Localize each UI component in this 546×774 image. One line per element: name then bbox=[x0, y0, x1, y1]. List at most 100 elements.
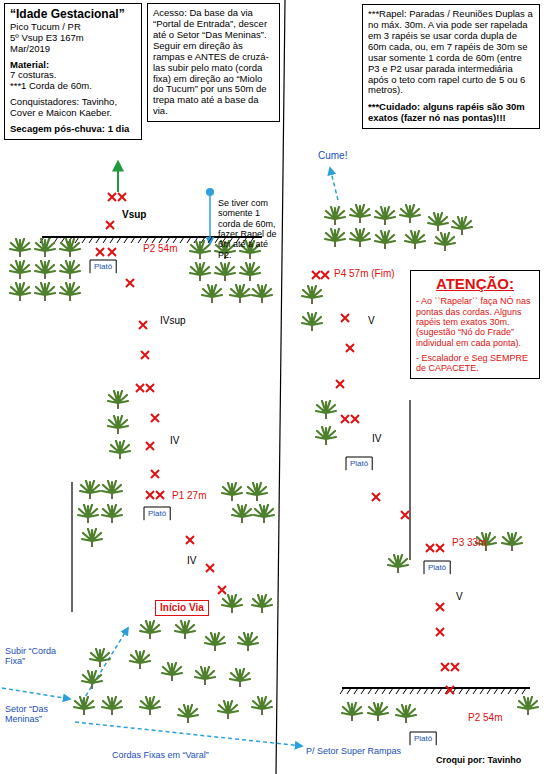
ledge-tick bbox=[131, 237, 135, 243]
vegetation-icon bbox=[252, 595, 272, 613]
vegetation-icon bbox=[400, 205, 420, 223]
vegetation-icon bbox=[375, 231, 395, 249]
ledge-tick bbox=[438, 688, 442, 694]
vegetation-icon bbox=[35, 261, 55, 279]
vegetation-icon bbox=[205, 633, 225, 651]
ledge-tick bbox=[340, 688, 344, 694]
node-text: ***Cuidado: alguns rapéis são 30m exatos… bbox=[368, 102, 534, 124]
vegetation-icon bbox=[518, 697, 538, 715]
belay-label: P1 27m bbox=[172, 490, 206, 502]
bolt-mark bbox=[341, 415, 349, 423]
info-box: “Idade Gestacional”Pico Tucum / PR5º Vsu… bbox=[4, 3, 142, 140]
bolt-mark bbox=[441, 663, 449, 671]
vegetation-icon bbox=[175, 621, 195, 639]
ledge-tick bbox=[396, 688, 400, 694]
bolt-mark bbox=[108, 248, 116, 256]
bolt-mark bbox=[186, 536, 194, 544]
bolt-mark bbox=[106, 221, 114, 229]
vegetation-icon bbox=[428, 213, 448, 231]
ledge-tick bbox=[389, 688, 393, 694]
vegetation-icon bbox=[230, 669, 250, 687]
vegetation-icon bbox=[102, 505, 122, 523]
plateau-bracket bbox=[144, 507, 170, 520]
vegetation-icon bbox=[10, 261, 30, 279]
vegetation-icon bbox=[74, 697, 94, 715]
ledge-line bbox=[342, 687, 530, 689]
vegetation-icon bbox=[452, 217, 472, 235]
grade-label: IV bbox=[170, 435, 179, 447]
vegetation-icon bbox=[302, 286, 322, 304]
wall-line bbox=[409, 400, 410, 560]
ledge-tick bbox=[361, 688, 365, 694]
vegetation-icon bbox=[60, 283, 80, 301]
vegetation-icon bbox=[252, 697, 272, 715]
ledge-tick bbox=[473, 688, 477, 694]
ledge-tick bbox=[424, 688, 428, 694]
route-note: Platô bbox=[428, 563, 446, 572]
bolt-mark bbox=[372, 493, 380, 501]
vegetation-icon bbox=[60, 239, 80, 257]
vegetation-icon bbox=[195, 667, 215, 685]
ledge-tick bbox=[117, 237, 121, 243]
bolt-mark bbox=[218, 586, 226, 594]
node-text: Secagem pós-chuva: 1 dia bbox=[10, 124, 136, 135]
warning-box: ATENÇÃO:- Ao ``Rapelar`` faça NÓ nas pon… bbox=[410, 270, 540, 379]
vegetation-icon bbox=[10, 239, 30, 257]
ledge-tick bbox=[124, 237, 128, 243]
grade-label: Se tiver com somente 1 corda de 60m, faz… bbox=[218, 198, 278, 260]
approach-arrow bbox=[82, 628, 128, 702]
vegetation-icon bbox=[325, 207, 345, 225]
vegetation-icon bbox=[190, 263, 210, 281]
route-note: Cume! bbox=[318, 150, 347, 162]
vegetation-icon bbox=[252, 285, 272, 303]
ledge-tick bbox=[494, 688, 498, 694]
approach-arrow bbox=[75, 722, 302, 746]
ledge-tick bbox=[152, 237, 156, 243]
bolt-mark bbox=[146, 384, 154, 392]
route-note: P/ Setor Super Rampas bbox=[306, 746, 416, 756]
vegetation-icon bbox=[130, 651, 150, 669]
ledge-tick bbox=[208, 237, 212, 243]
node-text: “Idade Gestacional” bbox=[10, 8, 136, 22]
vegetation-icon bbox=[202, 285, 222, 303]
vegetation-icon bbox=[222, 483, 242, 501]
node-text: - Ao ``Rapelar`` faça NÓ nas pontas das … bbox=[416, 296, 534, 348]
vegetation-icon bbox=[342, 703, 362, 721]
grade-label: IV bbox=[372, 433, 381, 445]
ledge-tick bbox=[347, 688, 351, 694]
route-note: Platô bbox=[94, 262, 112, 271]
vegetation-icon bbox=[108, 391, 128, 409]
bolt-mark bbox=[401, 511, 409, 519]
vegetation-icon bbox=[396, 705, 416, 723]
vegetation-icon bbox=[78, 505, 98, 523]
plateau-bracket bbox=[346, 457, 372, 470]
bolt-mark bbox=[451, 663, 459, 671]
vegetation-icon bbox=[405, 231, 425, 249]
vegetation-icon bbox=[375, 207, 395, 225]
vegetation-icon bbox=[35, 283, 55, 301]
bolt-mark bbox=[436, 603, 444, 611]
rappel-arrow bbox=[209, 196, 211, 244]
vegetation-icon bbox=[435, 233, 455, 251]
ledge-tick bbox=[403, 688, 407, 694]
bolt-mark bbox=[346, 344, 354, 352]
ledge-tick bbox=[368, 688, 372, 694]
vegetation-icon bbox=[82, 529, 102, 547]
summit-arrow bbox=[330, 168, 338, 200]
vegetation-icon bbox=[218, 701, 238, 719]
vegetation-icon bbox=[238, 633, 258, 651]
bolt-mark bbox=[341, 314, 349, 322]
bolt-mark bbox=[151, 470, 159, 478]
exit-arrow bbox=[117, 162, 119, 192]
ledge-tick bbox=[508, 688, 512, 694]
plateau-bracket bbox=[90, 260, 116, 273]
ledge-tick bbox=[145, 237, 149, 243]
node-text: - Escalador e Seg SEMPRE de CAPACETE. bbox=[416, 353, 534, 374]
node-text: Conquistadores: Tavinho, Cover e Maicon … bbox=[10, 97, 136, 119]
ledge-tick bbox=[417, 688, 421, 694]
ledge-tick bbox=[96, 237, 100, 243]
vegetation-icon bbox=[502, 533, 522, 551]
ledge-tick bbox=[103, 237, 107, 243]
grade-label: IVsup bbox=[160, 315, 186, 327]
bolt-mark bbox=[96, 248, 104, 256]
